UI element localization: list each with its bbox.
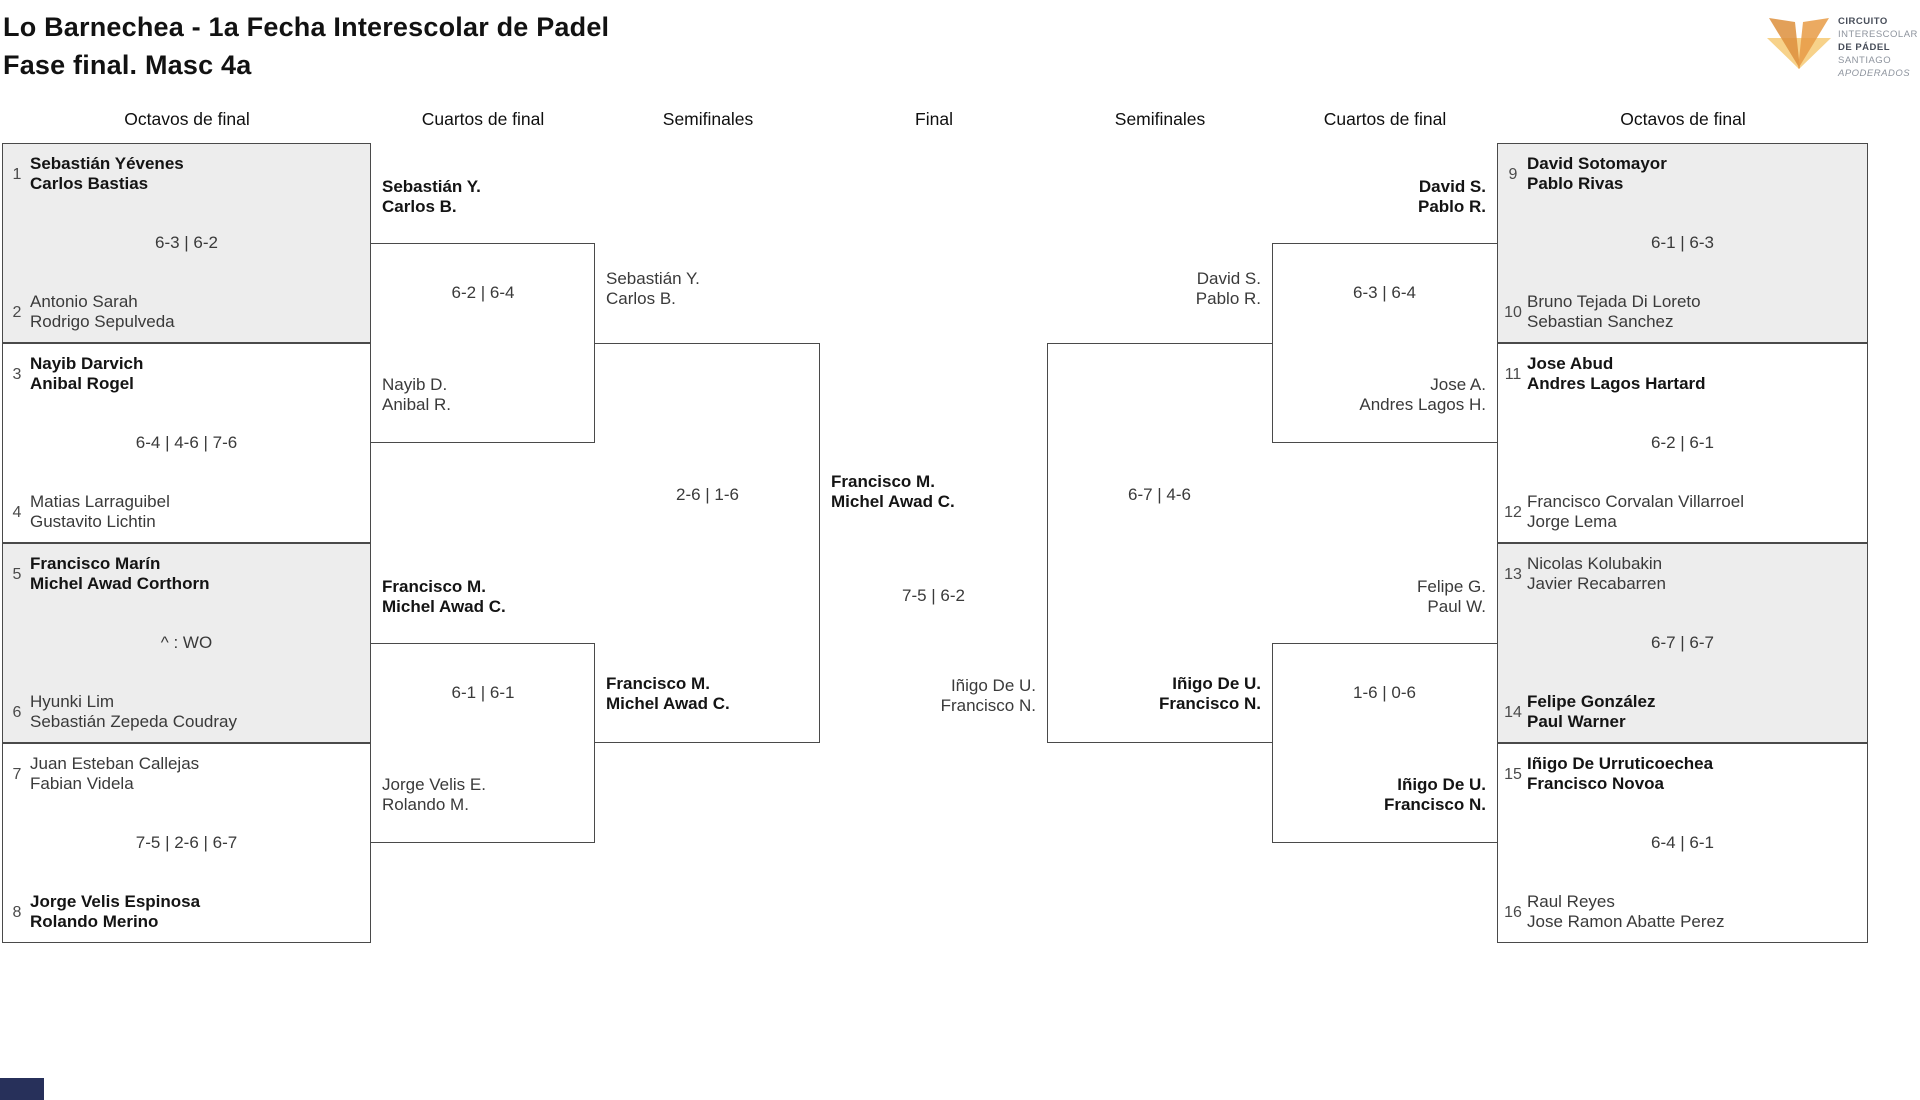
team-name: Nayib D.Anibal R.	[382, 375, 451, 414]
seed-number: 11	[1504, 366, 1522, 383]
match-score: 1-6 | 0-6	[1352, 683, 1416, 702]
round-header-octavos-right: Octavos de final	[1620, 109, 1746, 129]
match-box-l16-1	[2, 143, 371, 343]
match-score: 6-7 | 4-6	[1127, 485, 1191, 504]
match-box-l16-2	[2, 343, 371, 543]
round-header-cuartos-right: Cuartos de final	[1323, 109, 1447, 129]
match-box-rqf-2	[1272, 643, 1497, 843]
page-title-line2: Fase final. Masc 4a	[3, 50, 252, 80]
brand-text-line: CIRCUITO	[1838, 16, 1888, 27]
seed-number: 13	[1504, 566, 1522, 583]
match-box-r16-4	[1497, 743, 1868, 943]
team-name: Iñigo De U.Francisco N.	[1158, 674, 1261, 713]
match-score: 7-5 | 6-2	[901, 586, 965, 605]
seed-number: 3	[12, 366, 22, 383]
brand-logo-icon	[1767, 18, 1831, 69]
match-box-rsf	[1047, 343, 1272, 743]
seed-number: 5	[12, 566, 22, 583]
seed-number: 15	[1504, 766, 1522, 783]
seed-number: 2	[12, 304, 22, 321]
seed-number: 14	[1504, 704, 1522, 721]
team-name: Jose A.Andres Lagos H.	[1359, 375, 1486, 414]
match-score: 6-4 | 4-6 | 7-6	[135, 433, 238, 452]
match-score: 6-2 | 6-1	[1650, 433, 1714, 452]
brand-text: CIRCUITO INTERESCOLAR DE PÁDEL SANTIAGO …	[1838, 15, 1918, 80]
match-score: ^ : WO	[160, 633, 213, 652]
team-name: Sebastián Y.Carlos B.	[606, 269, 700, 308]
team-name: Felipe G.Paul W.	[1417, 577, 1486, 616]
page-title-line1: Lo Barnechea - 1a Fecha Interescolar de …	[3, 12, 610, 42]
team-name: Jorge Velis E.Rolando M.	[382, 775, 486, 814]
brand-text-line: DE PÁDEL	[1838, 42, 1891, 53]
seed-number: 9	[1508, 166, 1518, 183]
match-box-lqf-1	[371, 243, 595, 443]
match-box-r16-3	[1497, 543, 1868, 743]
match-box-r16-1	[1497, 143, 1868, 343]
team-name: Sebastián Y.Carlos B.	[382, 177, 481, 216]
round-header-final: Final	[915, 109, 953, 129]
match-score: 6-3 | 6-2	[154, 233, 218, 252]
team-name: Francisco M.Michel Awad C.	[831, 472, 955, 511]
match-score: 6-1 | 6-1	[451, 683, 515, 702]
footer-strip	[0, 1078, 44, 1100]
seed-number: 4	[12, 504, 22, 521]
match-score: 6-3 | 6-4	[1352, 283, 1416, 302]
match-score: 6-7 | 6-7	[1650, 633, 1714, 652]
brand-text-line: APODERADOS	[1838, 68, 1911, 79]
match-box-l16-4	[2, 743, 371, 943]
seed-number: 1	[12, 166, 22, 183]
team-name: David S.Pablo R.	[1417, 177, 1486, 216]
team-name: David S.Pablo R.	[1195, 269, 1261, 308]
round-header-semis-left: Semifinales	[662, 109, 754, 129]
round-header-cuartos-left: Cuartos de final	[421, 109, 545, 129]
match-score: 6-4 | 6-1	[1650, 833, 1714, 852]
match-score: 7-5 | 2-6 | 6-7	[135, 833, 238, 852]
team-name: Francisco M.Michel Awad C.	[382, 577, 506, 616]
seed-number: 16	[1504, 904, 1522, 921]
match-box-rqf-1	[1272, 243, 1497, 443]
team-name: Francisco M.Michel Awad C.	[606, 674, 730, 713]
match-score: 2-6 | 1-6	[675, 485, 739, 504]
match-box-r16-2	[1497, 343, 1868, 543]
round-header-octavos-left: Octavos de final	[124, 109, 250, 129]
brand-logo: CIRCUITO INTERESCOLAR DE PÁDEL SANTIAGO …	[1767, 13, 1917, 79]
team-name: Iñigo De U.Francisco N.	[1383, 775, 1486, 814]
round-header-semis-right: Semifinales	[1114, 109, 1206, 129]
match-score: 6-1 | 6-3	[1650, 233, 1714, 252]
seed-number: 8	[12, 904, 22, 921]
match-score: 6-2 | 6-4	[451, 283, 515, 302]
match-box-lsf	[595, 343, 820, 743]
seed-number: 12	[1504, 504, 1522, 521]
page-title: Lo Barnechea - 1a Fecha Interescolar de …	[3, 8, 609, 84]
brand-text-line: INTERESCOLAR	[1838, 29, 1918, 40]
brand-text-line: SANTIAGO	[1838, 55, 1892, 66]
match-box-lqf-2	[371, 643, 595, 843]
seed-number: 7	[12, 766, 22, 783]
match-box-l16-3	[2, 543, 371, 743]
seed-number: 10	[1504, 304, 1522, 321]
seed-number: 6	[12, 704, 22, 721]
team-name: Iñigo De U.Francisco N.	[940, 676, 1036, 715]
